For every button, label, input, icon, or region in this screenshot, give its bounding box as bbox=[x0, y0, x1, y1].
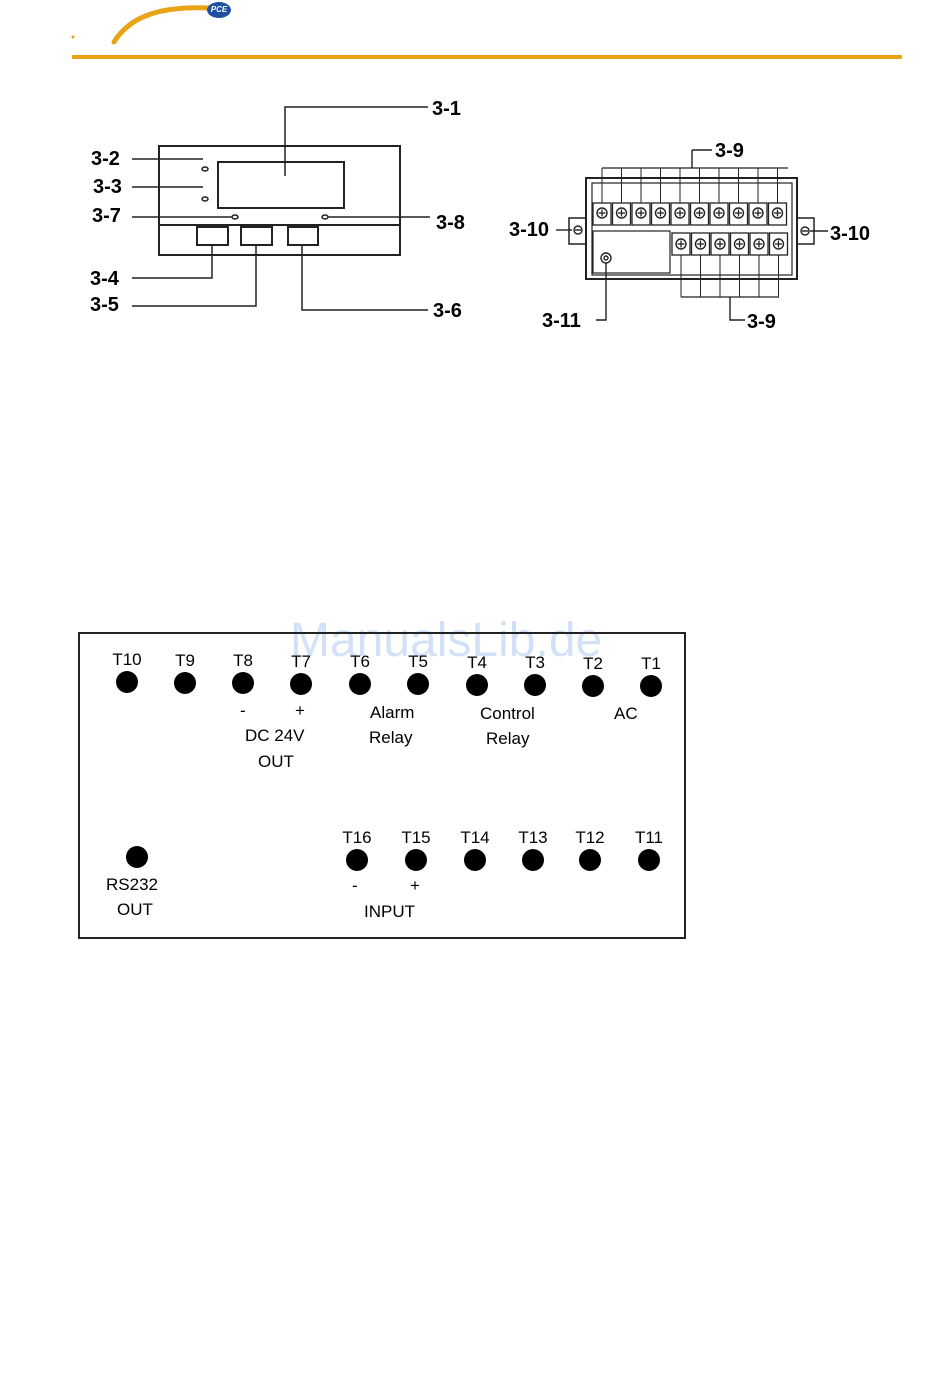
terminal-label: T13 bbox=[518, 828, 547, 847]
terminal-label: T16 bbox=[342, 828, 371, 847]
terminal-label: T12 bbox=[575, 828, 604, 847]
callout-37: 3-7 bbox=[92, 205, 121, 227]
rear-bottom-terminals bbox=[672, 233, 788, 297]
label-plus-top: + bbox=[295, 701, 305, 720]
terminal-t7 bbox=[290, 673, 312, 695]
led-33 bbox=[202, 197, 208, 201]
terminal-t16 bbox=[346, 849, 368, 871]
display-window bbox=[218, 162, 344, 208]
led-38 bbox=[322, 215, 328, 219]
terminal-t10 bbox=[116, 671, 138, 693]
callout-33: 3-3 bbox=[93, 176, 122, 198]
terminal-label: T11 bbox=[635, 828, 663, 847]
terminal-label: T5 bbox=[408, 652, 428, 671]
callout-310-left: 3-10 bbox=[509, 219, 549, 241]
rear-housing bbox=[586, 178, 797, 279]
callout-34: 3-4 bbox=[90, 268, 120, 290]
terminal-t6 bbox=[349, 673, 371, 695]
label-alarm-relay: Relay bbox=[369, 728, 413, 747]
rear-panel-diagram: 3-9 3-10 3-10 3-11 3-9 bbox=[500, 130, 900, 340]
brand-swoosh-icon bbox=[70, 0, 220, 48]
label-control: Control bbox=[480, 704, 535, 723]
callout-32: 3-2 bbox=[91, 148, 120, 170]
terminal-t4 bbox=[466, 674, 488, 696]
label-ac: AC bbox=[614, 704, 638, 723]
button-middle bbox=[241, 227, 272, 245]
front-panel-diagram: 3-1 3-2 3-3 3-7 3-8 3-4 3-5 3-6 bbox=[0, 80, 500, 340]
terminal-label: T10 bbox=[112, 650, 141, 669]
swoosh-dot bbox=[72, 36, 75, 39]
label-dc24v: DC 24V bbox=[245, 726, 305, 745]
label-dc-out: OUT bbox=[258, 752, 294, 771]
terminal-label: T8 bbox=[233, 651, 253, 670]
callout-39-top: 3-9 bbox=[715, 140, 744, 162]
label-control-relay: Relay bbox=[486, 729, 530, 748]
terminal-t12 bbox=[579, 849, 601, 871]
terminal-label: T9 bbox=[175, 651, 195, 670]
rear-port-311-inner bbox=[604, 256, 608, 260]
terminal-t11 bbox=[638, 849, 660, 871]
terminal-label: T4 bbox=[467, 653, 487, 672]
terminal-t15 bbox=[405, 849, 427, 871]
leader-39-bottom bbox=[730, 297, 745, 320]
terminal-t3 bbox=[524, 674, 546, 696]
callout-38: 3-8 bbox=[436, 212, 465, 234]
rear-top-terminals bbox=[593, 168, 788, 225]
rear-port-311 bbox=[601, 253, 611, 263]
label-input: INPUT bbox=[364, 902, 415, 921]
terminal-label: T15 bbox=[401, 828, 430, 847]
callout-39-bottom: 3-9 bbox=[747, 311, 776, 333]
terminal-label: T6 bbox=[350, 652, 370, 671]
mount-bracket-left bbox=[569, 218, 586, 244]
terminal-t13 bbox=[522, 849, 544, 871]
callout-310-right: 3-10 bbox=[830, 223, 870, 245]
terminal-t8 bbox=[232, 672, 254, 694]
led-37 bbox=[232, 215, 238, 219]
bottom-row-terminals: T16 T15 T14 T13 T12 T11 bbox=[342, 828, 663, 871]
callout-36: 3-6 bbox=[433, 300, 462, 322]
terminal-t5 bbox=[407, 673, 429, 695]
label-alarm: Alarm bbox=[370, 703, 414, 722]
rs232-terminal bbox=[126, 846, 148, 868]
terminal-t9 bbox=[174, 672, 196, 694]
terminal-label: T3 bbox=[525, 653, 545, 672]
leader-34 bbox=[132, 245, 212, 278]
callout-31: 3-1 bbox=[432, 98, 461, 120]
header-rule bbox=[72, 55, 902, 59]
label-rs232-out: OUT bbox=[117, 900, 153, 919]
rear-left-compartment bbox=[593, 231, 670, 273]
led-32 bbox=[202, 167, 208, 171]
terminal-label: T7 bbox=[291, 652, 311, 671]
label-minus-top: - bbox=[240, 701, 246, 720]
button-right bbox=[288, 227, 318, 245]
terminal-label: T2 bbox=[583, 654, 603, 673]
label-rs232: RS232 bbox=[106, 875, 158, 894]
label-minus-bottom: - bbox=[352, 876, 358, 895]
callout-311: 3-11 bbox=[542, 310, 581, 332]
leader-311 bbox=[596, 263, 606, 320]
terminal-label: T14 bbox=[460, 828, 489, 847]
top-row-terminals: T10 T9 T8 T7 T6 T5 T4 T3 T2 T1 bbox=[112, 650, 662, 697]
callout-35: 3-5 bbox=[90, 294, 119, 316]
terminal-t14 bbox=[464, 849, 486, 871]
label-plus-bottom: + bbox=[410, 876, 420, 895]
terminal-diagram: T10 T9 T8 T7 T6 T5 T4 T3 T2 T1 T16 T15 T14 T13 T12 T11… bbox=[60, 620, 700, 960]
terminal-t2 bbox=[582, 675, 604, 697]
brand-logo: PCE bbox=[207, 2, 231, 18]
button-left bbox=[197, 227, 228, 245]
leader-31 bbox=[285, 107, 428, 176]
terminal-t1 bbox=[640, 675, 662, 697]
terminal-label: T1 bbox=[641, 654, 661, 673]
swoosh-stroke bbox=[114, 8, 210, 42]
